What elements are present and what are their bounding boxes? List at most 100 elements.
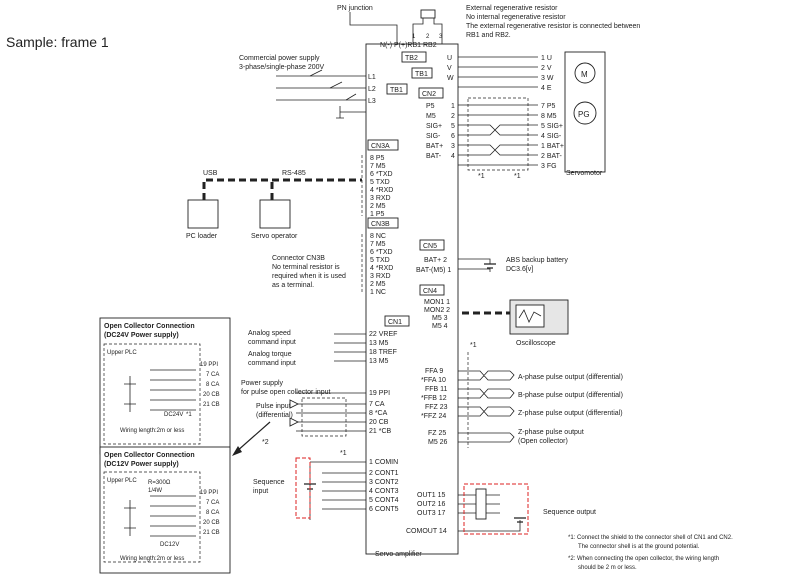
cn2-n-1: 2 — [451, 113, 455, 120]
oc24-pin-3: 20 CB — [203, 392, 220, 398]
ffa-pin-5: *FFZ 24 — [421, 413, 446, 420]
ffa-pins: FFA 9 *FFA 10 FFB 11 *FFB 12 FFZ 23 *FFZ… — [421, 368, 448, 446]
pulse-mark-1: *1 — [340, 450, 347, 457]
terminal-l3: L3 — [368, 98, 376, 105]
cn1-cont4: 5 CONT4 — [369, 497, 399, 504]
phase-zo-label-1: Z-phase pulse output — [518, 429, 584, 436]
power-wires — [276, 75, 366, 101]
oc24-panel — [99, 317, 231, 455]
phase-b-label: B-phase pulse output (differential) — [518, 392, 623, 399]
cn3b-pin-6: 2 M5 — [370, 281, 386, 288]
oc24-pin-4: 21 CB — [203, 402, 220, 408]
cn1-box — [384, 315, 410, 327]
cn3a-pin-4: 4 *RXD — [370, 187, 393, 194]
cn1-cont1: 2 CONT1 — [369, 470, 399, 477]
cn3b-pin-5: 3 RXD — [370, 273, 391, 280]
cn2-l-1: M5 — [426, 113, 436, 120]
cn2-r-2: 5 SIG+ — [541, 123, 563, 130]
battery-icon — [484, 263, 496, 269]
cn5-pin-bat-minus: BAT-(M5) 1 — [416, 267, 451, 274]
servomotor-label: Servomotor — [566, 170, 603, 177]
cn3b-pin-4: 4 *RXD — [370, 265, 393, 272]
cn3b-pin-7: 1 NC — [370, 289, 386, 296]
cn5-box — [419, 239, 445, 251]
cn2-l-2: SIG+ — [426, 123, 442, 130]
regen-resistor-icon — [420, 9, 436, 19]
phase-a-label: A-phase pulse output (differential) — [518, 374, 623, 381]
servo-amplifier-body — [365, 43, 459, 555]
cn1-ppi: 19 PPI — [369, 390, 390, 397]
phase-z-label: Z-phase pulse output (differential) — [518, 410, 623, 417]
oc12-pin-2: 8 CA — [206, 510, 219, 516]
oscilloscope-screen — [515, 304, 545, 328]
cn2-wires — [458, 104, 538, 166]
seq-output-label: Sequence output — [543, 509, 596, 516]
top-terminals: N(-) P(+)RB1 RB2 — [380, 42, 437, 49]
oc12-pin-3: 20 CB — [203, 520, 220, 526]
servo-operator-icon — [259, 199, 291, 229]
footnote-1b: The connector shell is at the ground pot… — [578, 544, 700, 550]
cn3a-title: CN3A — [371, 143, 390, 150]
cn1-cb-n: 21 *CB — [369, 428, 392, 435]
ffa-pin-2: FFB 11 — [425, 386, 448, 393]
cn3b-title: CN3B — [371, 221, 390, 228]
power-label-1: Commercial power supply — [239, 55, 320, 62]
footnote-2b: should be 2 m or less. — [578, 565, 637, 571]
cn4-pin-2: M5 3 — [432, 315, 448, 322]
motor-pin-1: 1 U — [541, 55, 552, 62]
cn2-pins: P5 M5 SIG+ SIG- BAT+ BAT- 1 2 5 6 3 4 7 … — [426, 103, 564, 170]
cn1-out3: OUT3 17 — [417, 510, 446, 517]
cn2-l-5: BAT- — [426, 153, 442, 160]
analog-torque-2: command input — [248, 360, 296, 367]
cn4-title: CN4 — [423, 288, 437, 295]
cn4-pin-3: M5 4 — [432, 323, 448, 330]
cn3b-box — [367, 217, 399, 229]
pulse-label-1: Pulse input — [256, 403, 291, 410]
cn3a-pin-5: 3 RXD — [370, 195, 391, 202]
cn2-note-1: *1 — [478, 173, 485, 180]
oc12-resistor-2: 1/4W — [148, 488, 162, 494]
tb1b-box — [411, 67, 433, 79]
cn1-cont5: 6 CONT5 — [369, 506, 399, 513]
cn1-ca-n: 8 *CA — [369, 410, 388, 417]
regen-note-2: No internal regenerative resistor — [466, 14, 566, 21]
motor-pg-label: PG — [578, 110, 590, 119]
pulse-driver-icon — [289, 399, 300, 427]
servo-operator-label: Servo operator — [251, 233, 298, 240]
cn5-title: CN5 — [423, 243, 437, 250]
cn2-r-5: 2 BAT- — [541, 153, 563, 160]
oscilloscope-label: Oscilloscope — [516, 340, 556, 347]
tb2-box — [401, 51, 427, 63]
motor-pin-4: 4 E — [541, 85, 552, 92]
cn1-vref: 22 VREF — [369, 331, 397, 338]
ffa-pin-1: *FFA 10 — [421, 377, 446, 384]
pulse-mark-2: *2 — [262, 439, 269, 446]
cont-wires — [322, 472, 366, 510]
cn1-tref: 18 TREF — [369, 349, 397, 356]
pc-loader-label: PC loader — [186, 233, 218, 240]
cn3a-pin-1: 7 M5 — [370, 163, 386, 170]
motor-wires — [458, 56, 538, 88]
cn3a-pin-7: 1 P5 — [370, 211, 385, 218]
pulse-label-2: (differential) — [256, 412, 293, 419]
arrow-line — [235, 421, 271, 453]
cn3b-note-1: Connector CN3B — [272, 255, 325, 262]
cn2-n-2: 5 — [451, 123, 455, 130]
usb-label: USB — [203, 170, 218, 177]
oc12-title-1: Open Collector Connection — [104, 452, 195, 459]
tb1b-label: TB1 — [415, 71, 428, 78]
cn2-n-4: 3 — [451, 143, 455, 150]
pulse-shield — [301, 397, 347, 437]
cn3b-pin-0: 8 NC — [370, 233, 386, 240]
cn3b-note-2: No terminal resistor is — [272, 264, 340, 271]
footnote-1a: *1: Connect the shield to the connector … — [568, 535, 733, 541]
cn3b-pin-3: 5 TXD — [370, 257, 390, 264]
cn1-comout: COMOUT 14 — [406, 528, 447, 535]
battery-wires — [458, 258, 491, 272]
terminal-l2: L2 — [368, 86, 376, 93]
seq-input-1: Sequence — [253, 479, 285, 486]
cn2-n-0: 1 — [451, 103, 455, 110]
analog-speed-2: command input — [248, 339, 296, 346]
breaker-icon — [309, 69, 357, 101]
